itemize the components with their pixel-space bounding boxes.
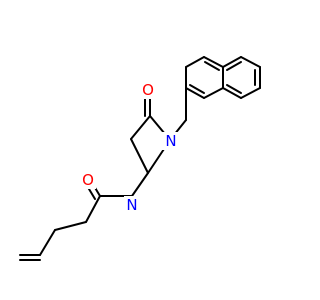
bond (54, 221, 87, 231)
bond (185, 56, 205, 68)
molecule-structure-diagram: O N O N (19, 56, 261, 261)
bond-double (226, 61, 242, 71)
bond (203, 56, 224, 68)
bond (240, 56, 261, 68)
bond (39, 229, 56, 256)
atom-label-nitrogen-ring: N (162, 132, 179, 150)
bond-double (226, 84, 242, 94)
bond (130, 138, 149, 174)
atom-label-nitrogen-amide: N (124, 196, 141, 214)
bond (203, 87, 224, 99)
bond (85, 195, 101, 223)
bond (131, 172, 149, 197)
bond-double (189, 84, 205, 94)
atom-label-background (162, 132, 179, 150)
bond (222, 87, 242, 99)
atom-label-background (140, 81, 157, 99)
atom-label-oxygen-amide: O (79, 171, 96, 189)
atom-symbol: N (165, 132, 176, 150)
atom-symbol: O (142, 81, 154, 99)
atom-symbol: N (126, 196, 137, 214)
bond (130, 115, 151, 140)
bond (222, 56, 242, 68)
atom-symbol: O (82, 171, 94, 189)
bond (185, 87, 205, 99)
bond (240, 87, 261, 99)
atom-label-background (124, 196, 141, 214)
atom-label-background (79, 171, 96, 189)
atom-label-oxygen-ketone: O (140, 81, 157, 99)
bond-double (204, 61, 220, 71)
